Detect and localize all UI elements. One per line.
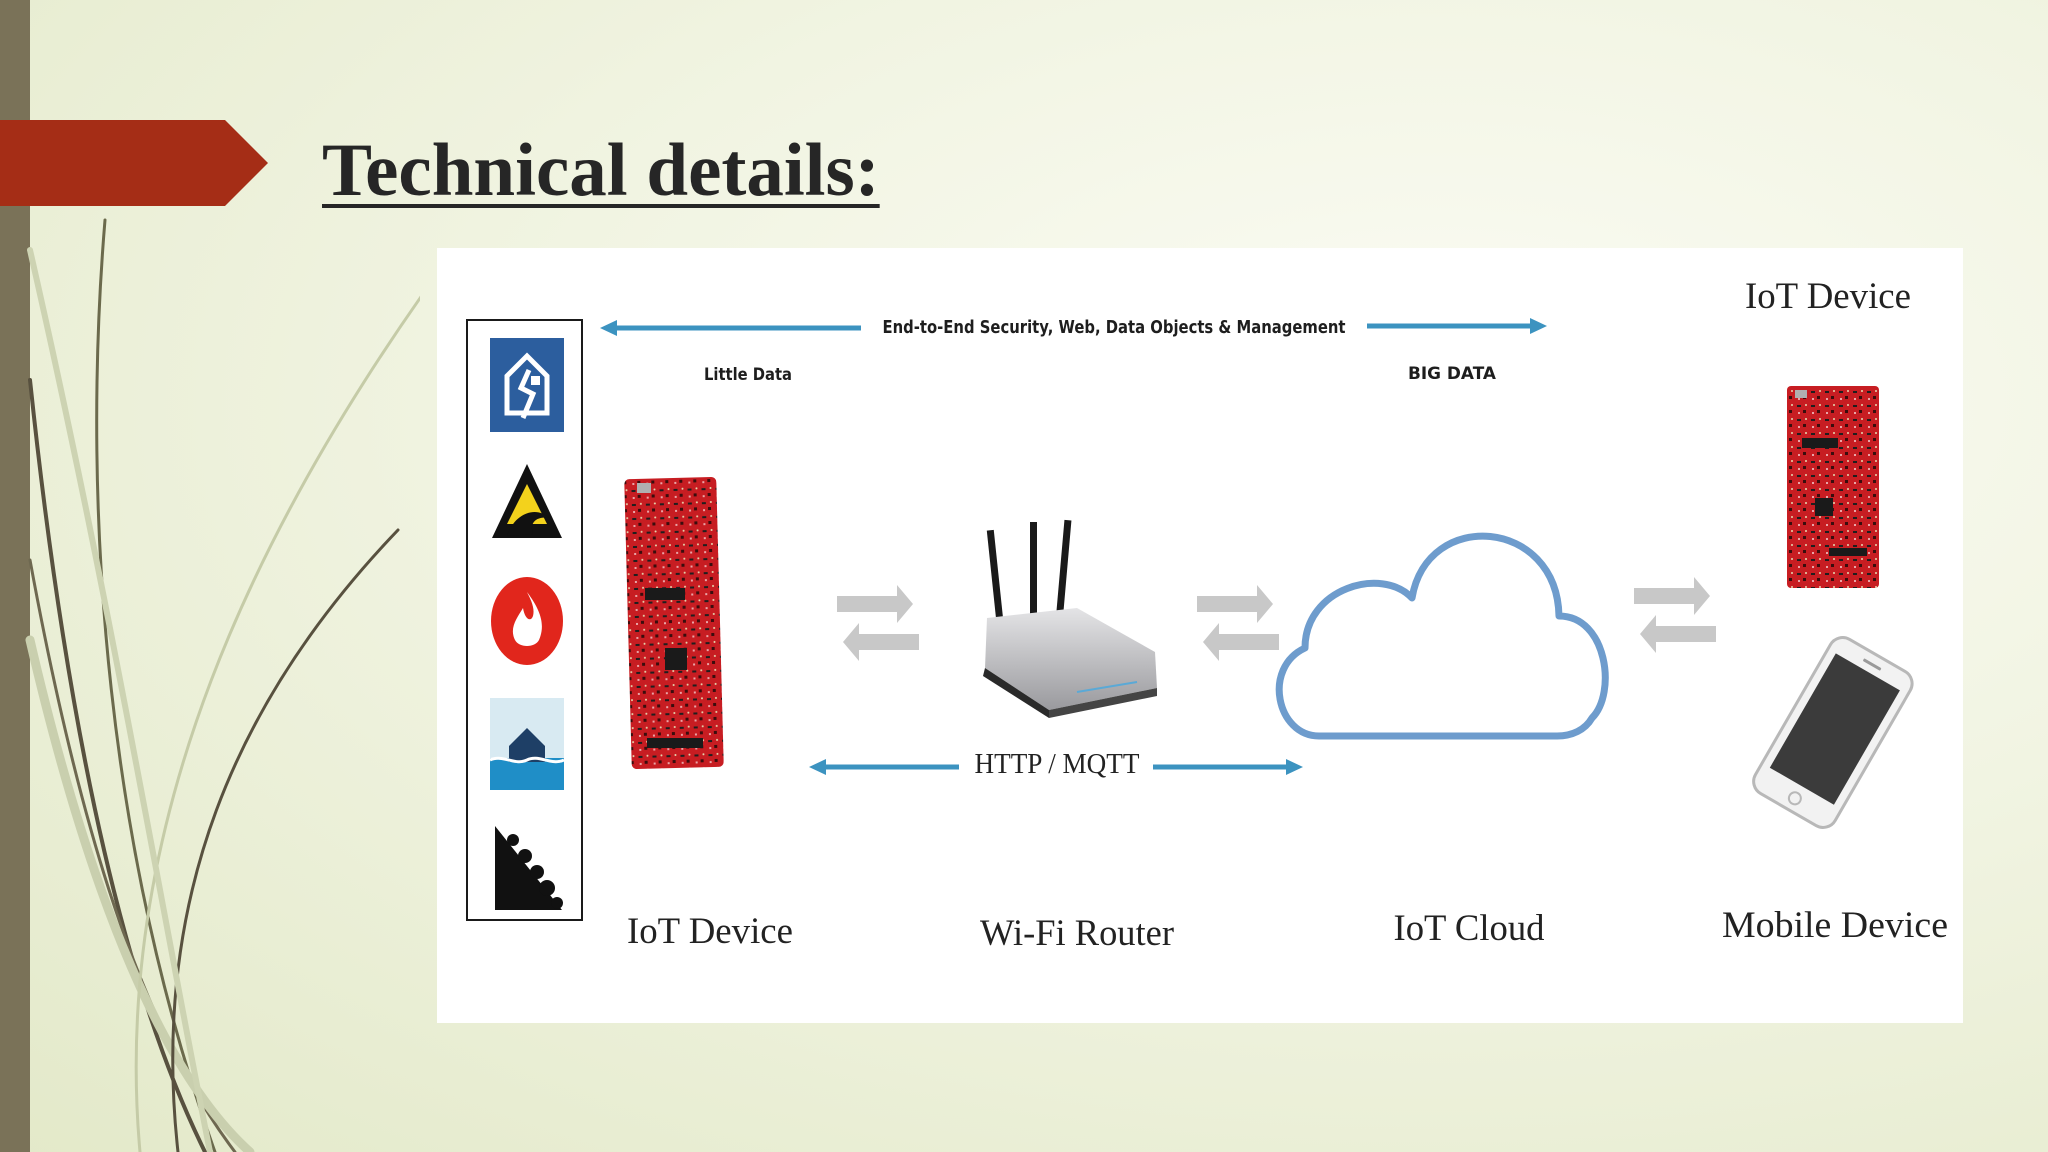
iot-cloud-shape bbox=[1275, 532, 1609, 740]
label-wifi-router: Wi-Fi Router bbox=[980, 913, 1174, 954]
http-mqtt-arrow bbox=[809, 759, 1303, 775]
top-banner-arrow bbox=[600, 318, 1547, 336]
exchange-arrows-device-router bbox=[837, 585, 919, 661]
label-iot-cloud: IoT Cloud bbox=[1394, 908, 1545, 949]
label-mobile-device: Mobile Device bbox=[1722, 905, 1948, 946]
exchange-arrows-router-cloud bbox=[1197, 585, 1279, 661]
tsunami-icon bbox=[492, 464, 562, 538]
iot-device-board-right bbox=[1787, 386, 1879, 588]
landslide-icon bbox=[495, 826, 563, 910]
title-arrow-shape bbox=[0, 120, 268, 206]
label-iot-device-left: IoT Device bbox=[627, 911, 793, 952]
big-data-label: BIG DATA bbox=[1408, 364, 1497, 384]
little-data-label: Little Data bbox=[704, 365, 792, 385]
iot-architecture-diagram: End-to-End Security, Web, Data Objects &… bbox=[437, 248, 1963, 1023]
fire-icon bbox=[491, 577, 563, 665]
earthquake-icon bbox=[490, 338, 564, 432]
flood-icon bbox=[489, 698, 565, 790]
iot-device-board-left bbox=[624, 476, 724, 770]
hazard-icons-column bbox=[466, 319, 583, 921]
exchange-arrows-cloud-endpoints bbox=[1634, 577, 1716, 653]
label-iot-device-right: IoT Device bbox=[1745, 276, 1911, 317]
http-mqtt-label: HTTP / MQTT bbox=[975, 749, 1140, 780]
decorative-swooshes bbox=[25, 218, 420, 1152]
mobile-phone bbox=[1752, 636, 1914, 829]
wifi-router bbox=[983, 519, 1157, 718]
slide-title: Technical details: bbox=[322, 129, 880, 212]
top-banner-label: End-to-End Security, Web, Data Objects &… bbox=[883, 317, 1346, 338]
